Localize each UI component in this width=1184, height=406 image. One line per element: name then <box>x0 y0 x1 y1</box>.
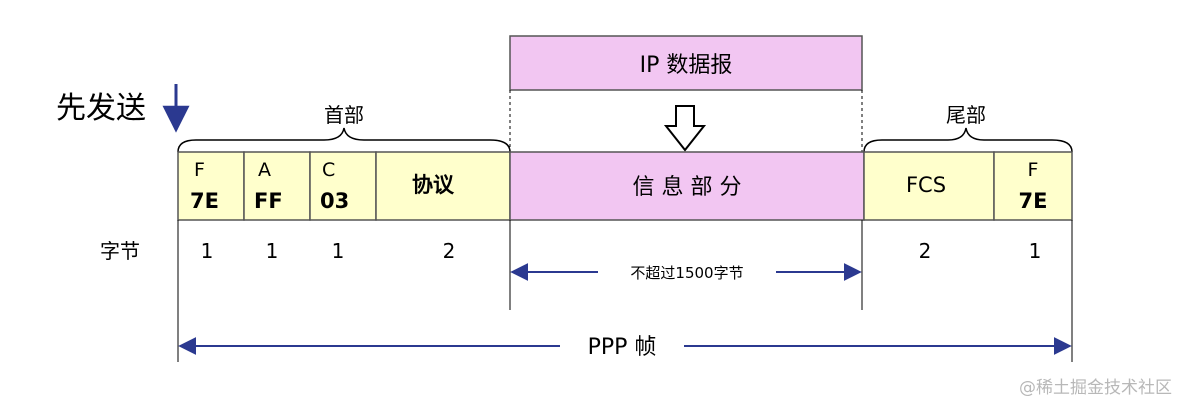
field-information-name: 信 息 部 分 <box>633 175 742 200</box>
watermark: @稀土掘金技术社区 <box>1019 378 1172 398</box>
field-control-value: 03 <box>320 189 349 213</box>
bytes-f-start: 1 <box>201 239 214 263</box>
field-f-end-name: F <box>1028 159 1039 181</box>
field-f-start <box>177 151 245 221</box>
field-information <box>509 151 865 221</box>
bytes-address: 1 <box>266 239 279 263</box>
header-brace <box>177 127 511 153</box>
field-control-name: C <box>322 159 335 181</box>
bytes-f-end: 1 <box>1029 239 1042 263</box>
bytes-row-label: 字节 <box>100 239 140 263</box>
trailer-brace <box>863 127 1073 153</box>
field-fcs-name: FCS <box>906 173 946 197</box>
frame-label: PPP 帧 <box>588 335 657 360</box>
field-f-start-name: F <box>194 159 205 181</box>
field-protocol-name: 协议 <box>412 173 455 197</box>
field-address-value: FF <box>254 189 283 213</box>
trailer-label: 尾部 <box>946 103 986 127</box>
field-f-end-value: 7E <box>1019 189 1048 213</box>
info-limit-label: 不超过1500字节 <box>630 264 743 282</box>
header-label: 首部 <box>324 103 364 127</box>
frame-fields: F 7E A FF C 03 协议 信 息 部 分 FCS F 7E <box>177 151 1073 221</box>
send-first-label: 先发送 <box>56 91 146 126</box>
bytes-fcs: 2 <box>919 239 932 263</box>
down-arrow-icon <box>663 105 707 152</box>
bytes-control: 1 <box>332 239 345 263</box>
field-fcs <box>863 151 995 221</box>
field-f-start-value: 7E <box>190 189 219 213</box>
field-f-end <box>993 151 1073 221</box>
field-address-name: A <box>258 159 271 181</box>
bytes-protocol: 2 <box>443 239 456 263</box>
ip-datagram-label: IP 数据报 <box>640 53 733 78</box>
field-protocol <box>375 151 511 221</box>
ip-datagram-box <box>509 35 863 91</box>
